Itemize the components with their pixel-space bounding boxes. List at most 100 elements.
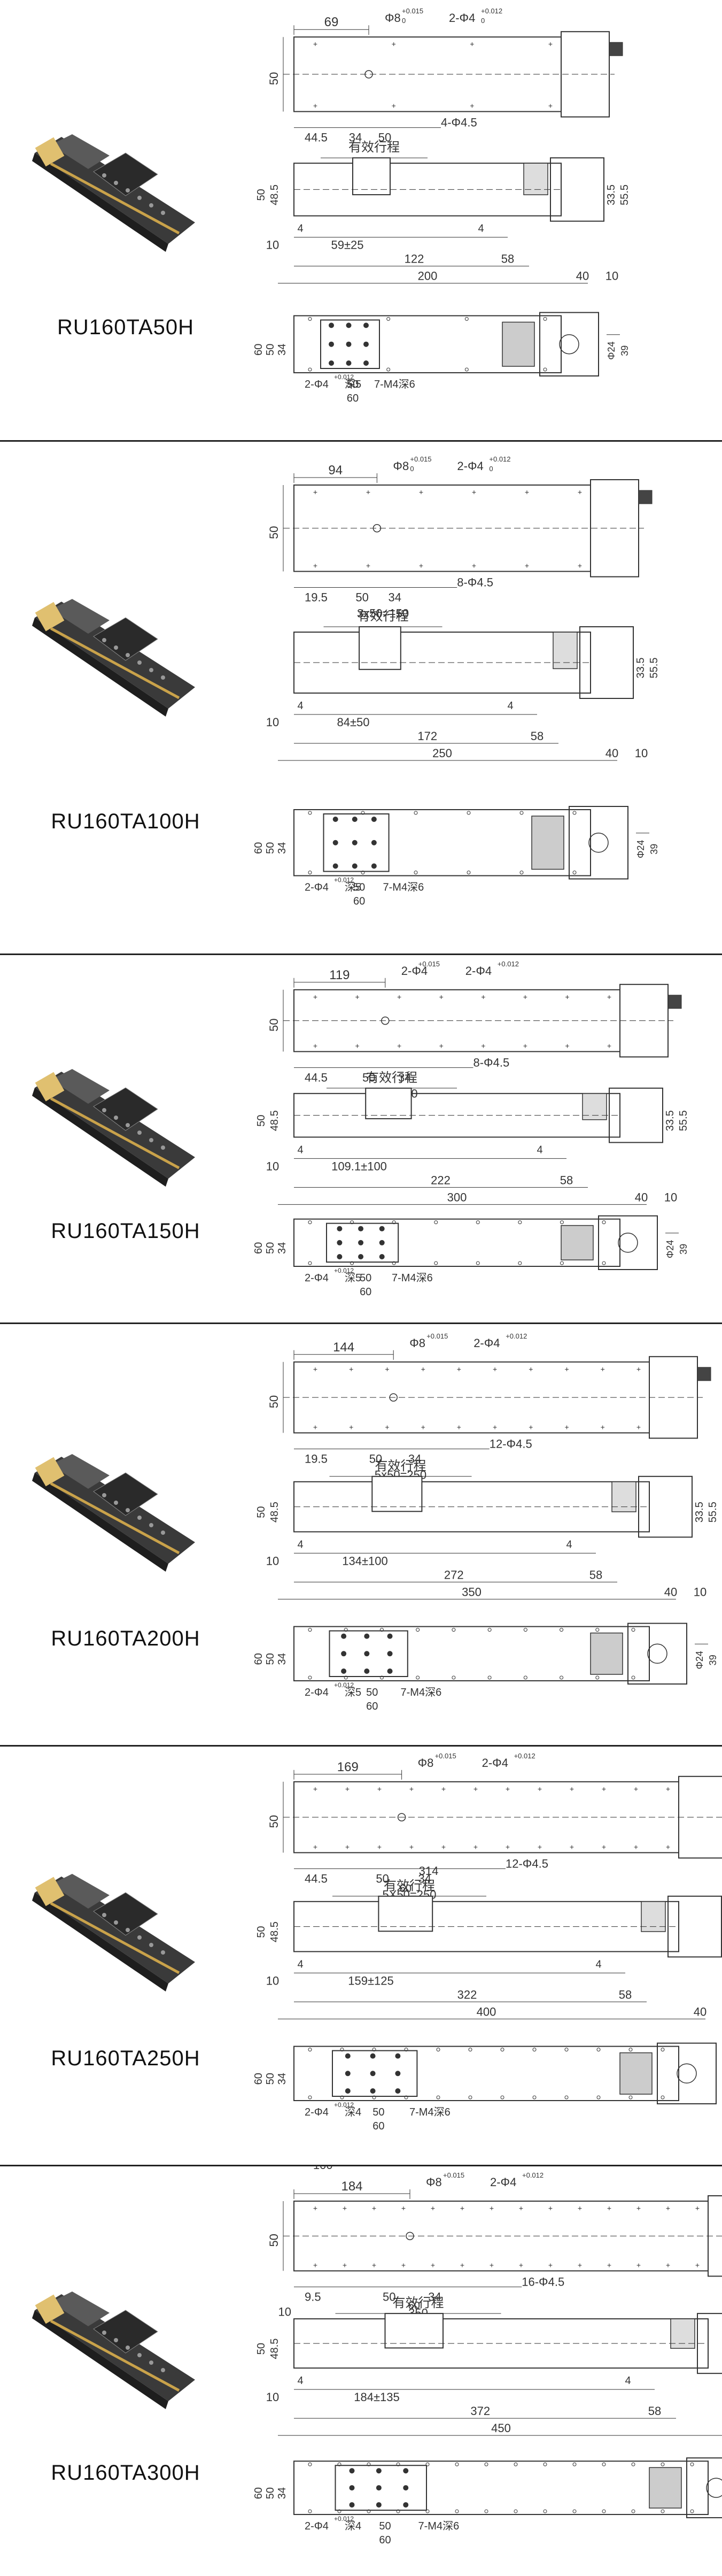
model-label: RU160TA50H — [57, 316, 195, 340]
mount-hole — [404, 2048, 408, 2052]
thread-hole — [395, 2053, 401, 2059]
dim-w1: 50 — [372, 2106, 384, 2118]
product-photo — [32, 134, 195, 252]
dim-h3: 33.5 — [635, 658, 647, 679]
dim-h1: 50 — [255, 2343, 267, 2355]
dim-d1: Φ24 — [606, 342, 617, 360]
mount-hole — [631, 1628, 635, 1632]
thread-hole — [364, 1633, 370, 1639]
dim-pin-tol: +0.012 — [334, 2101, 354, 2109]
dim-m2: 10 — [694, 1585, 707, 1598]
hole-mark: + — [345, 1785, 350, 1793]
mount-hole — [467, 871, 471, 874]
dim-hole: Φ8 — [426, 2175, 442, 2189]
dim-full: 314 — [419, 1864, 439, 1878]
thread-hole — [403, 2502, 409, 2508]
motor-shaft — [618, 1233, 638, 1253]
thread-hole — [370, 2088, 376, 2094]
dim-holes: 4-Φ4.5 — [441, 116, 477, 129]
mount-hole — [308, 811, 312, 815]
dim-motor: 58 — [589, 1568, 602, 1581]
thread-hole — [341, 1668, 347, 1674]
mount-hole — [484, 2509, 488, 2513]
dim-pitch-a: 50 — [376, 1872, 389, 1885]
dim-b-h1: 60 — [253, 842, 265, 854]
hole-mark: + — [570, 1842, 574, 1851]
hole-mark: + — [525, 488, 529, 496]
thread-hole — [337, 1240, 343, 1245]
dim-shift: 10 — [266, 716, 279, 729]
mount-hole — [308, 2509, 312, 2513]
dim-hole: Φ8 — [385, 11, 401, 25]
dim-pitch-a: 50 — [369, 1452, 382, 1465]
dim-m1: 40 — [576, 270, 589, 283]
dim-h1: 50 — [255, 189, 267, 201]
dim-h2: 48.5 — [269, 1921, 281, 1942]
hole-mark: + — [349, 1422, 353, 1431]
dim-pins: 2-Φ4 — [305, 379, 329, 390]
mount-hole — [392, 1220, 396, 1225]
section-divider — [0, 1745, 722, 1747]
dim-center: 94 — [328, 463, 343, 478]
dim-total: 300 — [447, 1190, 467, 1204]
dim-thread: 7-M4深6 — [401, 1686, 442, 1698]
mount-hole — [487, 1628, 492, 1632]
dim-hole: Φ8 — [409, 1336, 425, 1350]
dim-tol-b: +0.012 — [506, 1332, 527, 1340]
dim-left: 4 — [297, 1958, 303, 1970]
mount-hole — [500, 2048, 504, 2052]
mount-hole — [361, 871, 365, 874]
dim-motor: 58 — [648, 2404, 661, 2418]
dim-100: 100 — [313, 2166, 333, 2172]
dim-b-h3: 34 — [276, 1653, 288, 1665]
dim-height: 50 — [267, 72, 281, 85]
bottom-coupling — [590, 1632, 623, 1675]
dim-tol-b: +0.012 — [514, 1752, 535, 1760]
mount-hole — [308, 317, 312, 321]
dim-pitch-a: 50 — [383, 2290, 395, 2303]
bottom-motor — [627, 1623, 687, 1685]
hole-mark: + — [313, 993, 317, 1001]
mount-hole — [464, 367, 469, 372]
mount-hole — [337, 2509, 341, 2513]
stroke-label: 有效行程 — [366, 1071, 417, 1085]
dim-w1: 50 — [379, 2520, 391, 2532]
thread-hole — [332, 817, 338, 822]
mount-hole — [350, 1220, 354, 1225]
dim-h3: 33.5 — [605, 184, 617, 205]
hole-mark: + — [525, 562, 529, 570]
hole-mark: + — [385, 1422, 389, 1431]
dim-offset: 9.5 — [305, 2290, 321, 2303]
hole-mark: + — [548, 2204, 553, 2212]
mount-hole — [337, 2462, 341, 2466]
hole-mark: + — [607, 2260, 611, 2269]
hole-mark: + — [401, 2204, 406, 2212]
thread-hole — [363, 341, 369, 347]
hole-mark: + — [397, 1041, 401, 1050]
mount-hole — [690, 2509, 694, 2513]
dim-motor: 58 — [501, 252, 514, 266]
thread-hole — [379, 1240, 385, 1245]
dim-b-h1: 60 — [253, 2487, 265, 2499]
dim-right: 4 — [537, 1144, 542, 1156]
mount-hole — [468, 2048, 472, 2052]
dim-stroke: 134±100 — [342, 1554, 388, 1567]
dim-len2: 122 — [405, 252, 424, 266]
dim-b-h1: 60 — [253, 1242, 265, 1254]
thread-hole — [364, 1668, 370, 1674]
dim-tol-a0: 0 — [410, 465, 414, 473]
hole-mark: + — [490, 2260, 494, 2269]
mount-hole — [631, 2462, 635, 2466]
hole-mark: + — [578, 562, 582, 570]
mount-hole — [350, 1261, 354, 1265]
bottom-body — [293, 315, 562, 374]
hole-mark: + — [441, 1785, 446, 1793]
dim-thread: 7-M4深6 — [383, 881, 424, 894]
thread-hole — [358, 1254, 364, 1259]
dim-tol-a: +0.015 — [410, 455, 431, 463]
motor-shaft — [559, 334, 579, 355]
bottom-body — [293, 1218, 620, 1267]
dim-motor: 58 — [560, 1173, 573, 1187]
